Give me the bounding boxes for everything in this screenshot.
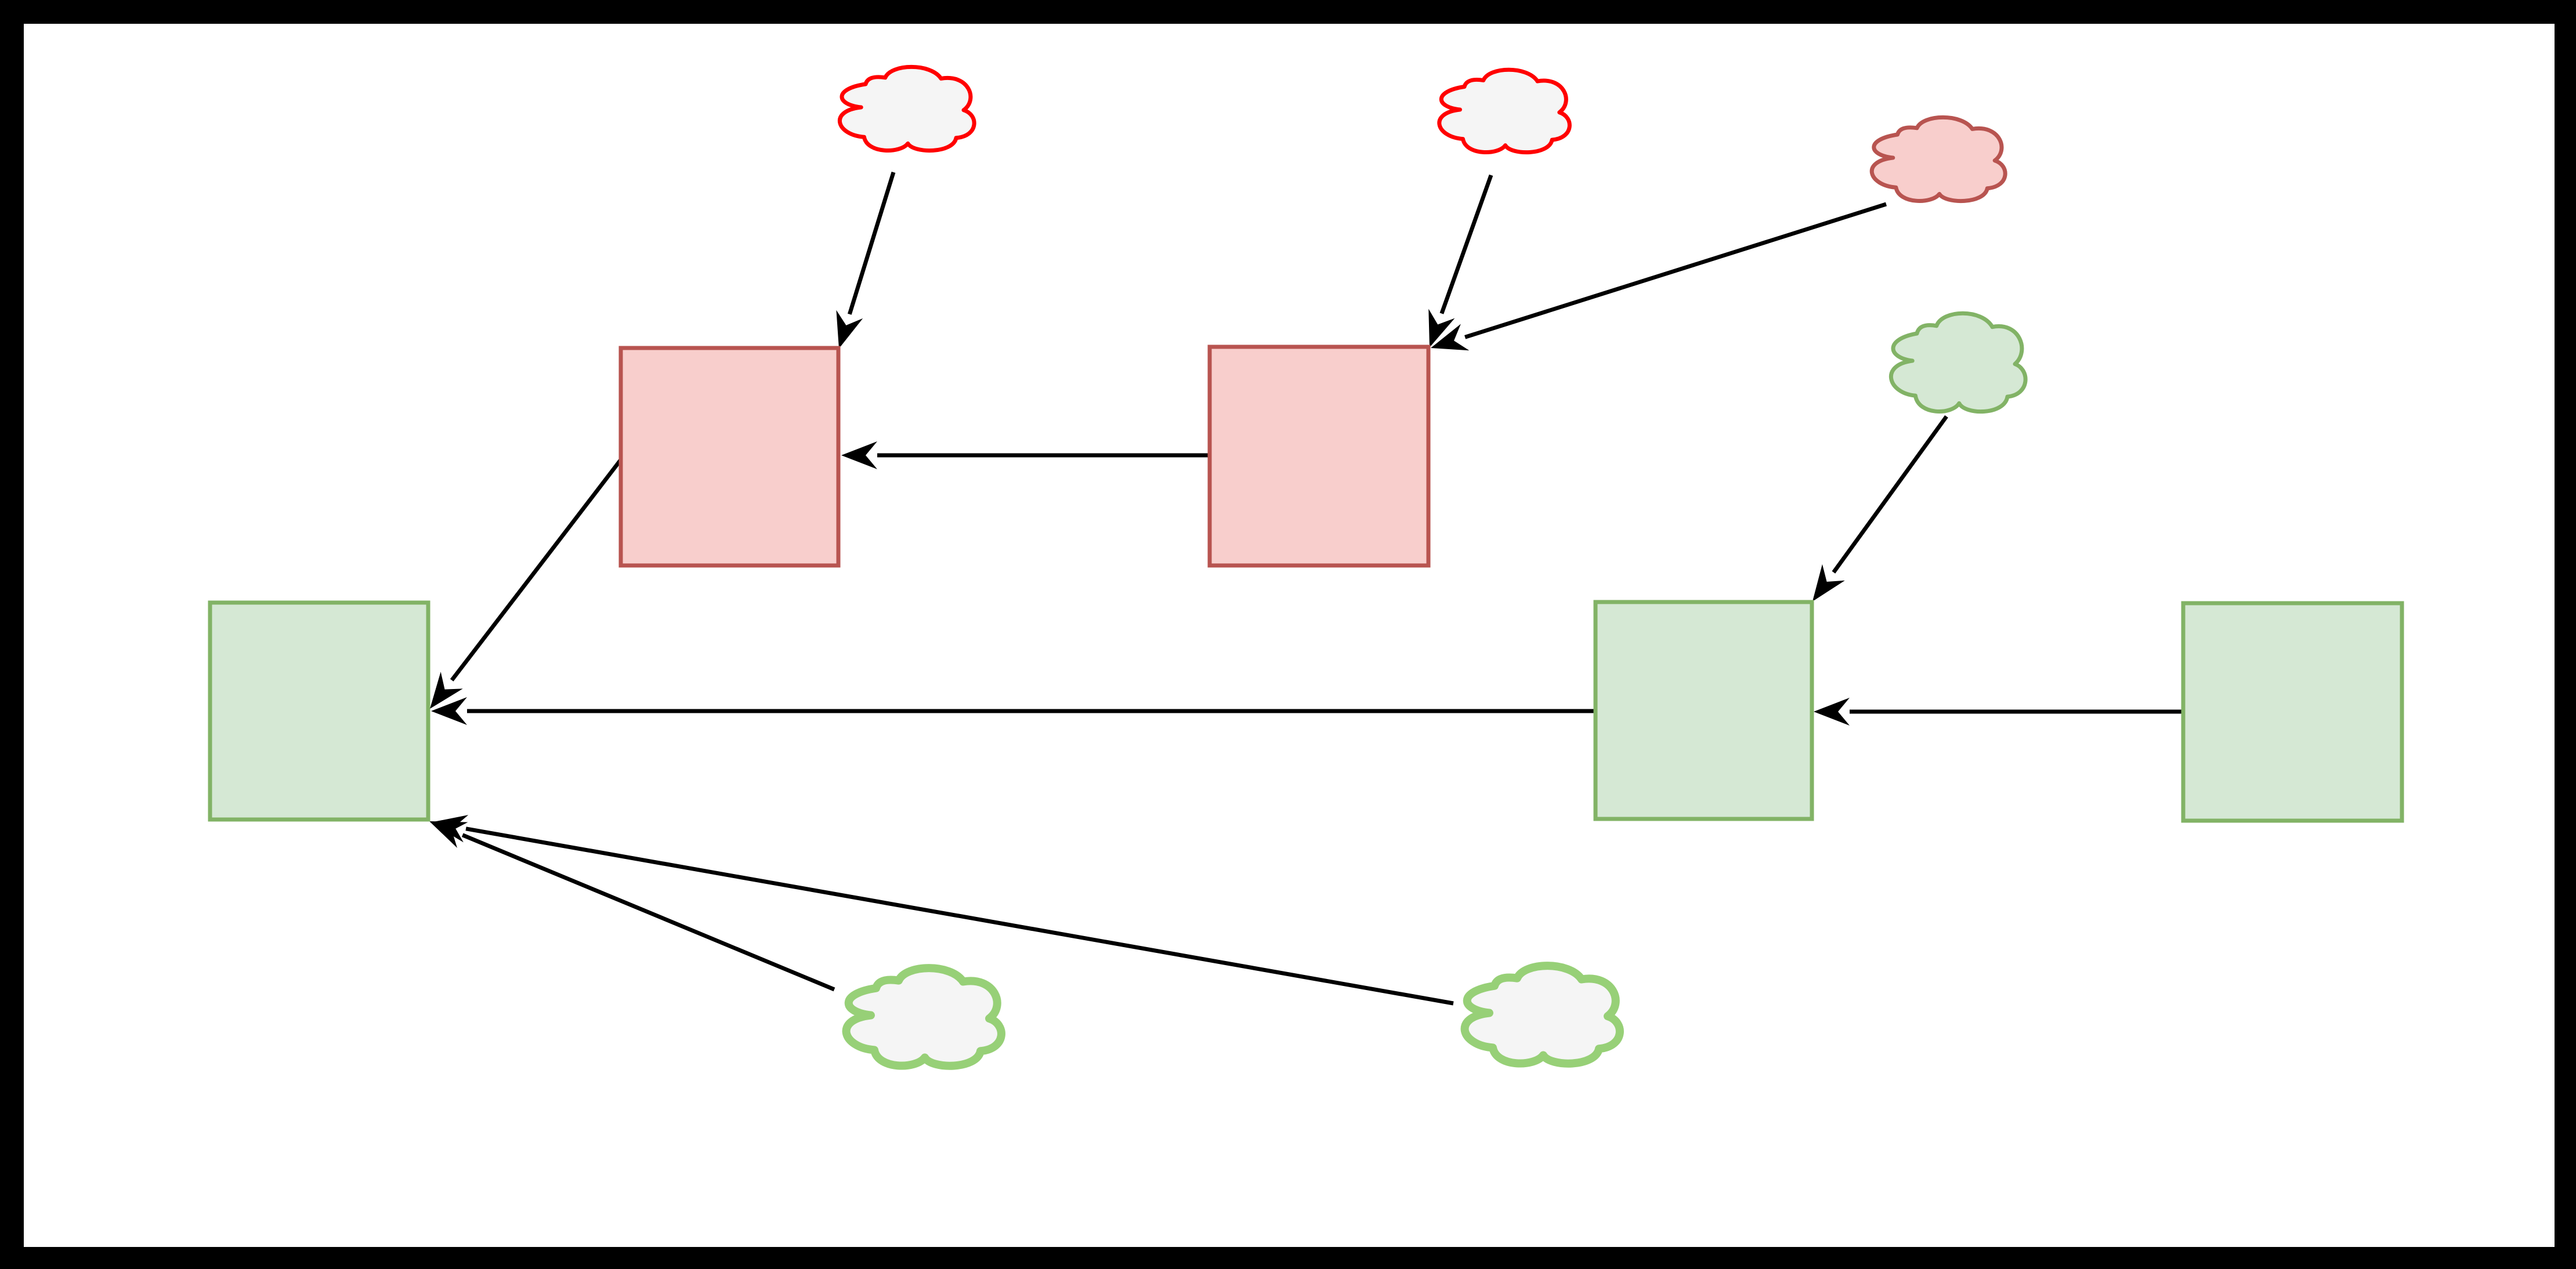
box-pink-2[interactable] xyxy=(1207,345,1431,568)
edge-boxgreen2-to-boxgreen1 xyxy=(431,697,1595,725)
edge-cloudgreen-to-boxgreen2 xyxy=(1812,415,1948,601)
diagram-svg xyxy=(208,64,2404,1070)
nodes-layer xyxy=(208,64,2404,1070)
arrowhead xyxy=(430,815,469,843)
arrowhead xyxy=(1814,698,1850,726)
box-pink-1[interactable] xyxy=(618,346,841,568)
arrowhead xyxy=(1812,564,1845,601)
edge-cloudgray2-to-boxgreen1 xyxy=(430,815,1454,1006)
edge-boxpink2-to-boxpink1 xyxy=(841,441,1210,469)
cloud-red-1[interactable] xyxy=(837,64,976,153)
arrowhead xyxy=(431,697,467,725)
edge-cloudpink-to-boxpink2 xyxy=(1431,202,1887,351)
edges-layer xyxy=(429,171,2183,1006)
diagram-canvas xyxy=(24,24,2555,1247)
arrowhead xyxy=(430,672,463,709)
edge-boxgreen3-to-boxgreen2 xyxy=(1814,698,2183,726)
box-green-1[interactable] xyxy=(208,600,430,822)
cloud-pink[interactable] xyxy=(1869,115,2007,204)
arrowhead xyxy=(1428,309,1455,347)
cloud-gray-2[interactable] xyxy=(1460,962,1624,1068)
edge-cloudred2-to-boxpink2 xyxy=(1428,174,1493,347)
arrowhead xyxy=(1431,324,1470,351)
arrowhead xyxy=(836,310,863,349)
arrowhead xyxy=(841,441,877,469)
cloud-red-2[interactable] xyxy=(1437,67,1572,155)
arrowhead xyxy=(429,821,468,848)
edge-cloudgray1-to-boxgreen1 xyxy=(429,821,835,992)
cloud-gray-1[interactable] xyxy=(842,964,1005,1070)
edge-cloudred1-to-boxpink1 xyxy=(836,171,896,349)
edge-boxpink1-to-boxgreen1 xyxy=(430,456,624,709)
box-green-3[interactable] xyxy=(2181,601,2404,823)
box-green-2[interactable] xyxy=(1593,600,1814,821)
cloud-green[interactable] xyxy=(1888,311,2028,414)
